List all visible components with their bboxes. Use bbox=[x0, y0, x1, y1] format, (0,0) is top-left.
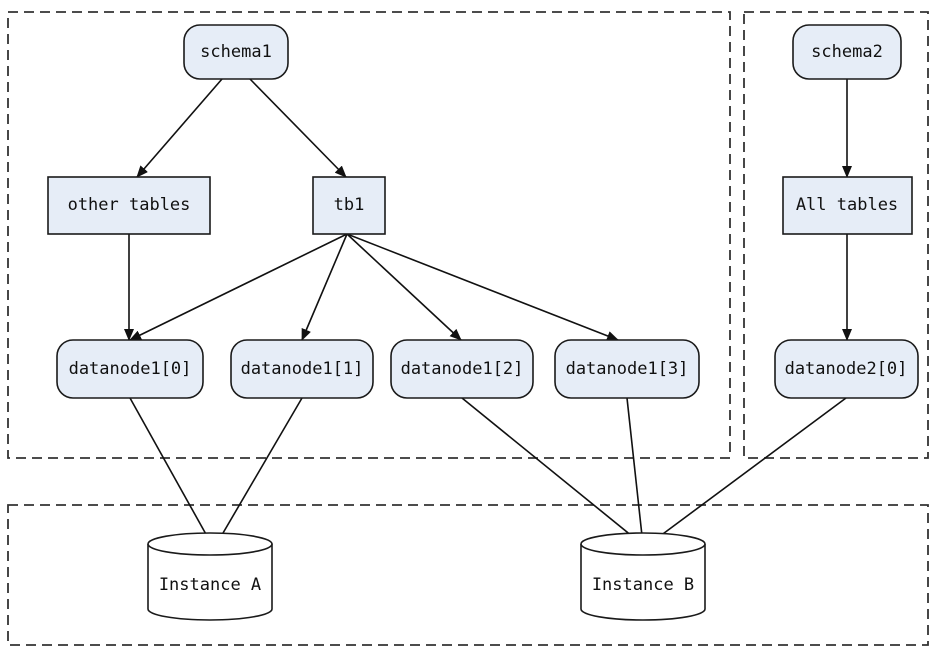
instance-a-label: Instance A bbox=[159, 575, 261, 595]
database-instance-b: Instance B bbox=[580, 532, 706, 621]
node-datanode1-3: datanode1[3] bbox=[554, 339, 700, 399]
arrow-datanode1-2-to-instance-b bbox=[461, 397, 644, 546]
node-datanode1-0: datanode1[0] bbox=[56, 339, 204, 399]
node-tb1-label: tb1 bbox=[334, 195, 365, 215]
node-other-tables-label: other tables bbox=[68, 195, 191, 215]
arrow-tb1-to-datanode1-2 bbox=[346, 233, 462, 341]
node-datanode1-1: datanode1[1] bbox=[230, 339, 374, 399]
arrow-tb1-to-datanode1-1 bbox=[301, 233, 348, 341]
node-datanode1-2-label: datanode1[2] bbox=[401, 359, 524, 379]
arrow-tb1-to-datanode1-3 bbox=[346, 233, 619, 341]
node-datanode2-0-label: datanode2[0] bbox=[785, 359, 908, 379]
node-tb1: tb1 bbox=[312, 176, 386, 235]
node-schema2-label: schema2 bbox=[811, 42, 883, 62]
schema1-group-box bbox=[7, 11, 731, 459]
node-schema2: schema2 bbox=[792, 24, 902, 80]
instance-b-label: Instance B bbox=[592, 575, 694, 595]
node-datanode1-0-label: datanode1[0] bbox=[69, 359, 192, 379]
database-instance-a: Instance A bbox=[147, 532, 273, 621]
arrow-datanode2-0-to-instance-b bbox=[647, 397, 847, 546]
node-all-tables: All tables bbox=[782, 176, 913, 235]
arrow-datanode1-3-to-instance-b bbox=[626, 397, 647, 546]
node-datanode2-0: datanode2[0] bbox=[774, 339, 919, 399]
arrow-tb1-to-datanode1-0 bbox=[129, 233, 348, 341]
database-icon bbox=[147, 544, 273, 621]
arrow-datanode1-1-to-instance-a bbox=[215, 397, 303, 546]
schema2-group-box bbox=[743, 11, 929, 459]
node-datanode1-1-label: datanode1[1] bbox=[241, 359, 364, 379]
arrow-schema1-to-tb1 bbox=[249, 78, 347, 178]
node-datanode1-3-label: datanode1[3] bbox=[566, 359, 689, 379]
node-schema1-label: schema1 bbox=[200, 42, 272, 62]
node-schema1: schema1 bbox=[183, 24, 289, 80]
node-datanode1-2: datanode1[2] bbox=[390, 339, 534, 399]
arrow-datanode1-0-to-instance-a bbox=[129, 397, 213, 546]
arrow-schema1-to-other-tables bbox=[136, 78, 223, 178]
node-all-tables-label: All tables bbox=[796, 195, 898, 215]
instances-group-box bbox=[7, 504, 929, 646]
edges-layer bbox=[124, 78, 852, 546]
database-icon bbox=[580, 544, 706, 621]
node-other-tables: other tables bbox=[47, 176, 211, 235]
